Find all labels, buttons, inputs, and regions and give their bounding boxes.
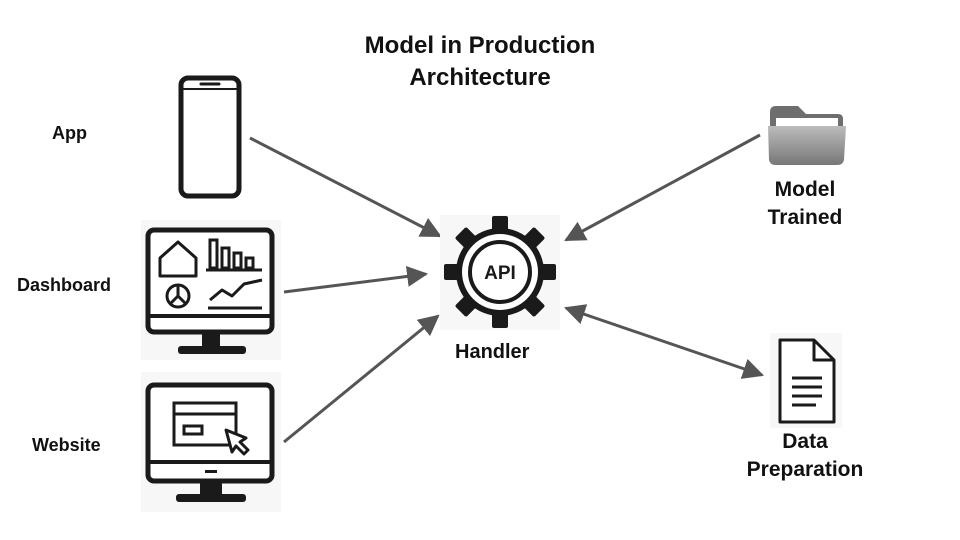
data-preparation-label: Data Preparation — [725, 428, 885, 484]
arrow-app-to-handler — [249, 136, 442, 238]
arrow-model-to-handler — [564, 133, 761, 242]
arrow-dashboard-to-handler — [283, 265, 429, 294]
arrow-website-to-handler — [283, 314, 440, 444]
model-label-line-1: Model — [774, 178, 836, 201]
arrow-data-handler-bidirectional — [564, 304, 764, 379]
api-gear-text: API — [484, 263, 516, 284]
title-line-2: Architecture — [409, 64, 551, 91]
website-label: Website — [32, 435, 101, 455]
smartphone-icon — [178, 75, 242, 199]
diagram-title: Model in Production Architecture — [280, 30, 680, 94]
api-gear-icon: API — [440, 215, 560, 330]
handler-label: Handler — [455, 341, 530, 363]
website-monitor-icon — [141, 372, 281, 512]
data-label-line-1: Data — [782, 430, 828, 453]
title-line-1: Model in Production — [364, 32, 596, 59]
folder-icon — [768, 106, 846, 165]
model-trained-label: Model Trained — [745, 176, 865, 232]
dashboard-monitor-icon — [141, 220, 281, 360]
document-icon — [770, 333, 842, 428]
dashboard-label: Dashboard — [17, 275, 112, 295]
model-label-line-2: Trained — [767, 206, 843, 229]
data-label-line-2: Preparation — [746, 458, 864, 481]
app-label: App — [52, 123, 87, 143]
